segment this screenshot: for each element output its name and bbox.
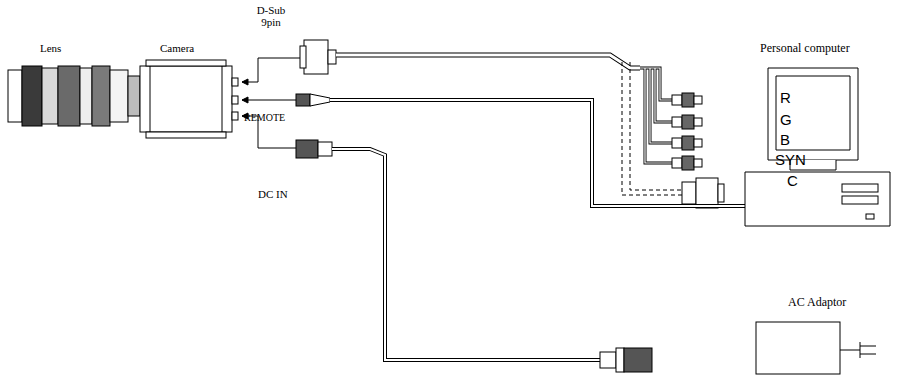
part-label: Camera xyxy=(160,42,194,54)
signal-name: C xyxy=(787,173,798,190)
signal-name: SYN xyxy=(775,152,806,169)
connector-label: D-Sub 9pin xyxy=(250,4,292,28)
connector-label: DC IN xyxy=(258,188,288,200)
part-label: Personal computer xyxy=(760,42,850,55)
signal-name: G xyxy=(780,112,792,129)
connector-label: REMOTE xyxy=(244,112,285,123)
part-label: AC Adaptor xyxy=(788,296,846,309)
signal-name: R xyxy=(780,90,791,107)
part-label: Lens xyxy=(40,42,61,54)
signal-name: B xyxy=(780,132,790,149)
